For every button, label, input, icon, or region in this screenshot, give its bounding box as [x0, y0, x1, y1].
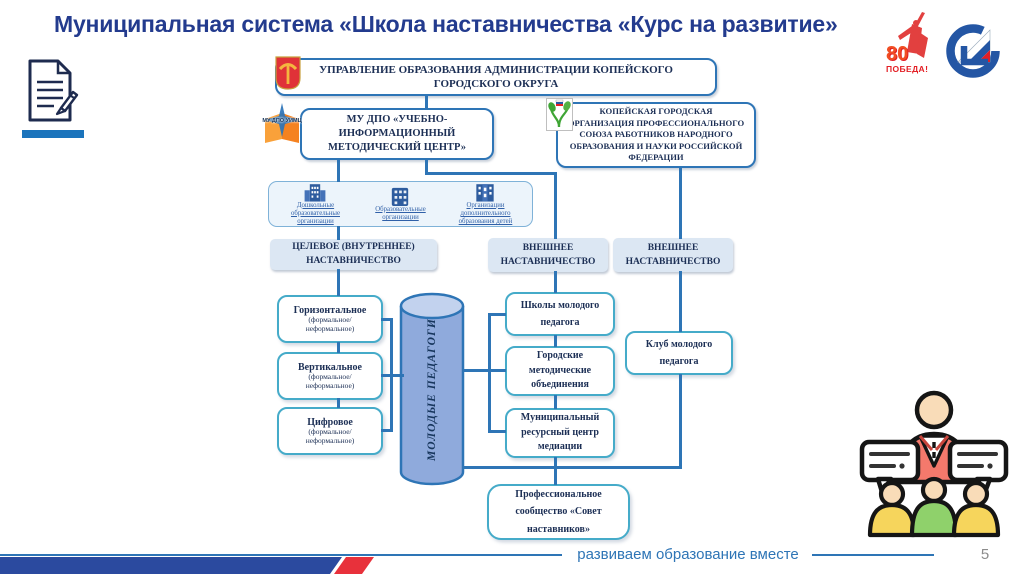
connector [679, 374, 682, 469]
footer-rule-left [0, 554, 562, 556]
connector [554, 457, 557, 485]
connector [554, 335, 557, 347]
org-item-additional: Организации дополнительного образования … [443, 182, 527, 226]
presentation-audience-icon [859, 390, 1009, 538]
box-trade-union: КОПЕЙСКАЯ ГОРОДСКАЯ ОРГАНИЗАЦИЯ ПРОФЕССИ… [556, 102, 756, 168]
org-item-schools: Образовательные организации [358, 186, 442, 222]
connector [488, 430, 506, 433]
connector [679, 271, 682, 332]
organizations-strip: Дошкольные образовательные организации О… [268, 181, 533, 227]
connector [390, 318, 393, 432]
connector [425, 95, 428, 109]
header-external-mentoring-city: ВНЕШНЕЕ НАСТАВНИЧЕСТВО [488, 238, 608, 272]
box-city-method-associations: Городские методические объединения [505, 346, 615, 396]
connector [488, 313, 491, 433]
box-mentors-council: Профессиональное сообщество «Совет наста… [487, 484, 630, 540]
footer-rule-right [812, 554, 934, 556]
connector [488, 313, 506, 316]
header-external-mentoring-union: ВНЕШНЕЕ НАСТАВНИЧЕСТВО [613, 238, 733, 272]
connector [463, 466, 681, 469]
box-horizontal-form: Горизонтальное (формальное/неформальное) [277, 295, 383, 343]
open-book-icon [265, 103, 299, 143]
box-young-teacher-club: Клуб молодого педагога [625, 331, 733, 375]
box-young-teacher-schools: Школы молодого педагога [505, 292, 615, 336]
org-link-preschool[interactable]: Дошкольные образовательные организации [291, 201, 340, 226]
footer-bar-blue [0, 557, 342, 574]
connector [554, 271, 557, 293]
footer-slogan: развиваем образование вместе [577, 546, 799, 563]
young-teachers-cylinder [399, 292, 465, 486]
page-title: Муниципальная система «Школа наставничес… [54, 11, 838, 37]
box-mediation-resource-center: Муниципальный ресурсный центр медиации [505, 408, 615, 458]
cylinder-label: МОЛОДЫЕ ПЕДАГОГИ [426, 318, 438, 462]
connector [425, 159, 428, 175]
union-logo-icon [546, 98, 573, 131]
document-pencil-icon [28, 59, 79, 122]
motherland-statue-icon [898, 12, 928, 58]
victory-80-logo: 80 ПОБЕДА! [886, 12, 942, 76]
connector [337, 342, 340, 353]
box-methodical-center: МУ ДПО «УЧЕБНО-ИНФОРМАЦИОННЫЙ МЕТОДИЧЕСК… [300, 108, 494, 160]
building-icon [305, 183, 326, 202]
connector [337, 269, 340, 296]
header-internal-mentoring: ЦЕЛЕВОЕ (ВНУТРЕННЕЕ) НАСТАВНИЧЕСТВО [270, 239, 437, 270]
connector [464, 369, 506, 372]
connector [679, 167, 682, 239]
mu-dpo-badge-text: МУ ДПО УИМЦ [262, 118, 302, 124]
mu-dpo-logo: МУ ДПО УИМЦ [259, 103, 305, 147]
footer-bar-red [334, 557, 374, 574]
org-link-schools[interactable]: Образовательные организации [375, 205, 426, 221]
accent-bar [22, 130, 84, 138]
victory-number: 80 [886, 43, 909, 65]
connector [337, 398, 340, 408]
connector [554, 172, 557, 239]
box-education-management: УПРАВЛЕНИЕ ОБРАЗОВАНИЯ АДМИНИСТРАЦИИ КОП… [275, 58, 717, 96]
connector [337, 159, 340, 182]
page-number: 5 [980, 546, 990, 563]
box-digital-form: Цифровое (формальное/неформальное) [277, 407, 383, 455]
connector [337, 226, 340, 240]
box-vertical-form: Вертикальное (формальное/неформальное) [277, 352, 383, 400]
building-icon [392, 187, 409, 206]
org-link-additional[interactable]: Организации дополнительного образования … [458, 201, 513, 226]
org-item-preschool: Дошкольные образовательные организации [273, 182, 357, 226]
sail-circle-logo [946, 24, 1000, 78]
connector [381, 429, 393, 432]
building-icon [476, 183, 495, 202]
kopeysk-crest-icon [275, 56, 301, 90]
connector [425, 172, 557, 175]
victory-word: ПОБЕДА! [886, 64, 929, 74]
connector [554, 395, 557, 409]
connector [381, 318, 393, 321]
